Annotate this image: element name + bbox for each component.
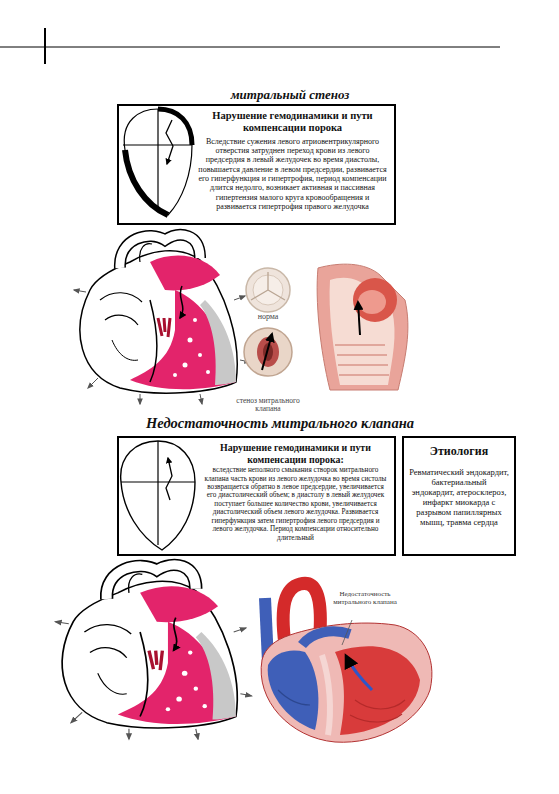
- heart-schematic: [121, 441, 195, 550]
- heading-text: Этиология: [409, 444, 509, 458]
- heart-schematic: [123, 109, 192, 215]
- hemodynamics-box: Нарушение гемодинамики и пути компенсаци…: [117, 104, 396, 225]
- heart-section-picture: [317, 264, 408, 390]
- heart-section-picture: [335, 345, 389, 375]
- page-header-rule: [0, 28, 500, 64]
- heart-schematic: [158, 109, 192, 145]
- text-area: ЭтиологияРевматический эндокардит, бакте…: [409, 444, 509, 528]
- heart-section-picture: [358, 290, 386, 314]
- heart-colored-picture: [278, 690, 310, 705]
- page-header-rule: [44, 28, 46, 64]
- valve-picture: [244, 328, 292, 376]
- heart-schematic: [157, 109, 158, 208]
- heart-schematic: [157, 441, 158, 545]
- heart-colored-picture: [322, 655, 330, 735]
- picture-caption: Недостаточность митрального клапана: [333, 591, 397, 606]
- heart-section-picture: [358, 302, 360, 335]
- heart-colored-picture: [346, 656, 372, 690]
- text-area: Нарушение гемодинамики и пути компенсаци…: [203, 442, 388, 542]
- heart-section-picture: [317, 264, 408, 390]
- heart-colored-picture: [261, 623, 432, 742]
- heart-schematic: [124, 109, 192, 215]
- heart-colored-picture: [350, 700, 405, 722]
- heart-colored-picture: [268, 651, 319, 730]
- valve-picture: [246, 268, 290, 312]
- heading-text: Нарушение гемодинамики и пути компенсаци…: [197, 110, 388, 135]
- section-title: Недостаточность митрального клапана: [110, 416, 450, 432]
- heart-schematic: [166, 120, 173, 164]
- etiology-box: ЭтиологияРевматический эндокардит, бакте…: [402, 436, 516, 556]
- heart-colored-picture: [335, 646, 420, 735]
- body-text: Ревматический эндокардит, бактериальный …: [409, 468, 509, 528]
- picture-caption: стеноз митрального клапана: [229, 397, 307, 414]
- section-title: митральный стеноз: [180, 88, 400, 102]
- body-text: вследствие неполного смыкания створок ми…: [203, 466, 388, 542]
- text-area: Нарушение гемодинамики и пути компенсаци…: [197, 110, 388, 211]
- valve-picture: [244, 328, 292, 376]
- body-text: Вследствие сужения левого атриовентрикул…: [197, 137, 388, 212]
- heart-schematic: [125, 150, 168, 215]
- heart-drawing: [74, 235, 250, 404]
- hemodynamics-box: Нарушение гемодинамики и пути компенсаци…: [117, 436, 396, 556]
- picture-caption: норма: [243, 313, 293, 322]
- heart-drawing: [55, 565, 251, 739]
- valve-picture: [251, 272, 285, 300]
- page-header-rule: [0, 47, 500, 48]
- valve-picture: [262, 334, 272, 370]
- valve-picture: [246, 268, 290, 312]
- heart-schematic: [166, 458, 172, 500]
- heart-colored-picture: [261, 583, 432, 742]
- heading-text: Нарушение гемодинамики и пути компенсаци…: [203, 442, 388, 465]
- leader-line: [342, 620, 352, 645]
- heart-schematic: [121, 441, 195, 550]
